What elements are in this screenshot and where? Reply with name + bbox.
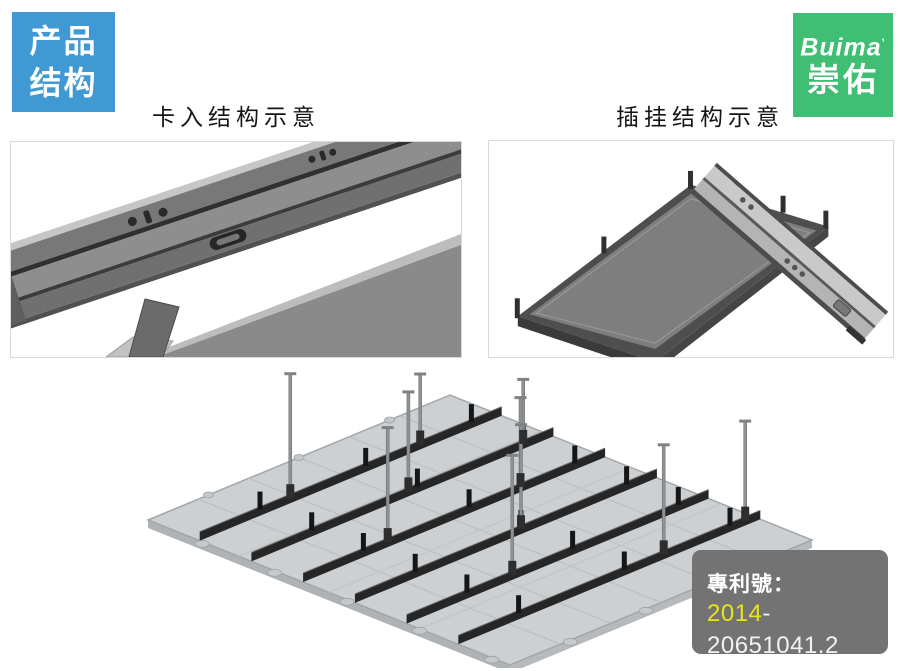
patent-number-suffix: -20651041.2 [707,600,839,659]
patent-number: 2014-20651041.2 [707,598,888,662]
trademark-mark: ’ [881,36,886,49]
brand-logo-chinese: 崇佑 [807,61,879,99]
patent-label: 專利號： [707,573,795,596]
brand-logo-latin: Buima’ [800,33,886,62]
snap-structure-render [11,142,461,357]
snap-structure-figure [10,141,462,358]
patent-box: 專利號： 2014-20651041.2 [692,550,888,659]
brand-logo: Buima’ 崇佑 [793,13,893,117]
hang-figure-title: 插挂结构示意 [616,104,784,130]
hang-structure-render [514,162,889,357]
snap-figure-title: 卡入结构示意 [152,104,320,130]
page-title-badge: 产品 结构 [12,12,115,112]
patent-number-prefix: 2014 [707,600,763,627]
hang-structure-figure [488,140,894,358]
page-title-line2: 结构 [29,65,98,101]
page-title-line1: 产品 [29,23,98,59]
